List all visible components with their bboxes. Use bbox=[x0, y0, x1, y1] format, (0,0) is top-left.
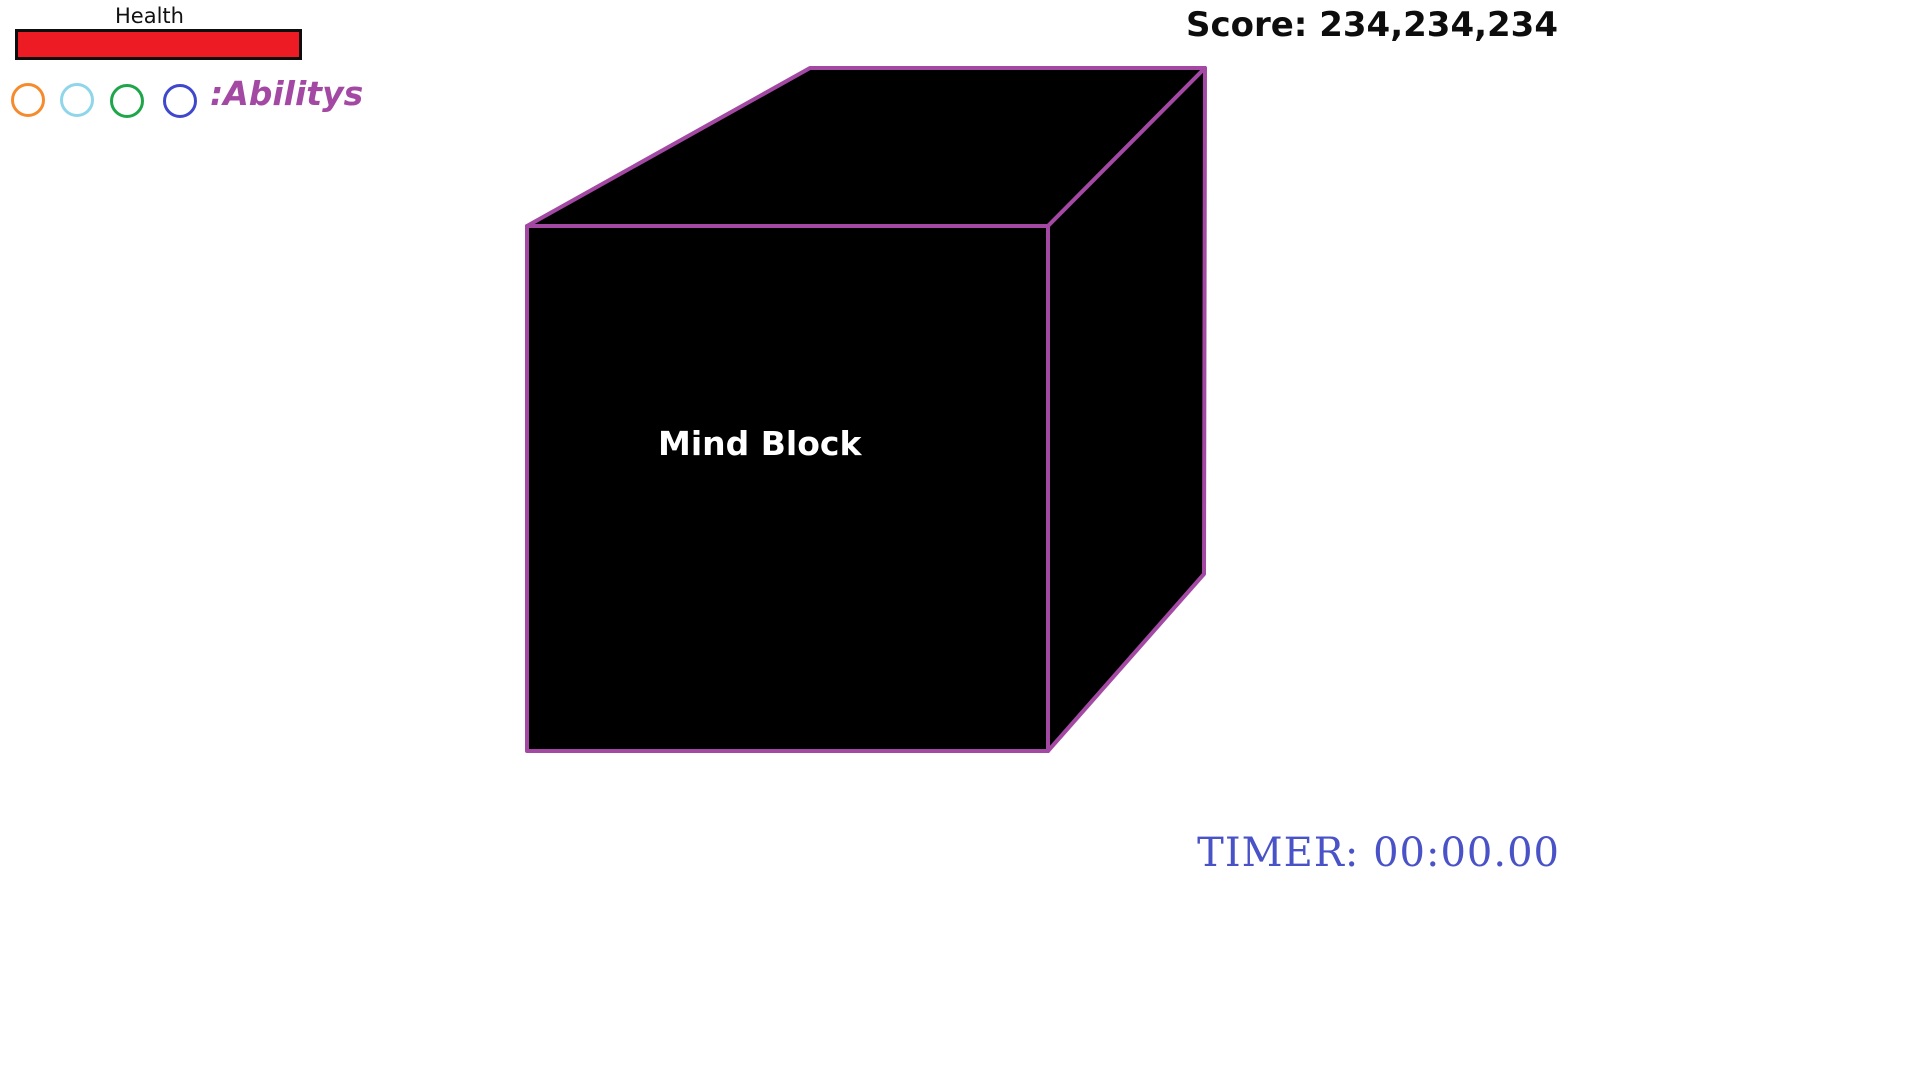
ability-green-icon[interactable] bbox=[110, 84, 144, 118]
health-bar bbox=[15, 29, 302, 60]
ability-orange-icon[interactable] bbox=[11, 83, 45, 117]
ability-blue-icon[interactable] bbox=[163, 84, 197, 118]
score-display: Score: 234,234,234 bbox=[1185, 5, 1558, 45]
mind-block-label: Mind Block bbox=[658, 424, 862, 463]
timer-display: TIMER: 00:00.00 bbox=[1197, 830, 1560, 876]
abilities-label: :Abilitys bbox=[210, 74, 364, 113]
health-bar-fill bbox=[18, 32, 299, 57]
cube-front-face[interactable] bbox=[525, 224, 1050, 753]
ability-light-blue-icon[interactable] bbox=[60, 83, 94, 117]
mind-block-cube bbox=[525, 66, 1207, 753]
health-label: Health bbox=[115, 4, 184, 28]
